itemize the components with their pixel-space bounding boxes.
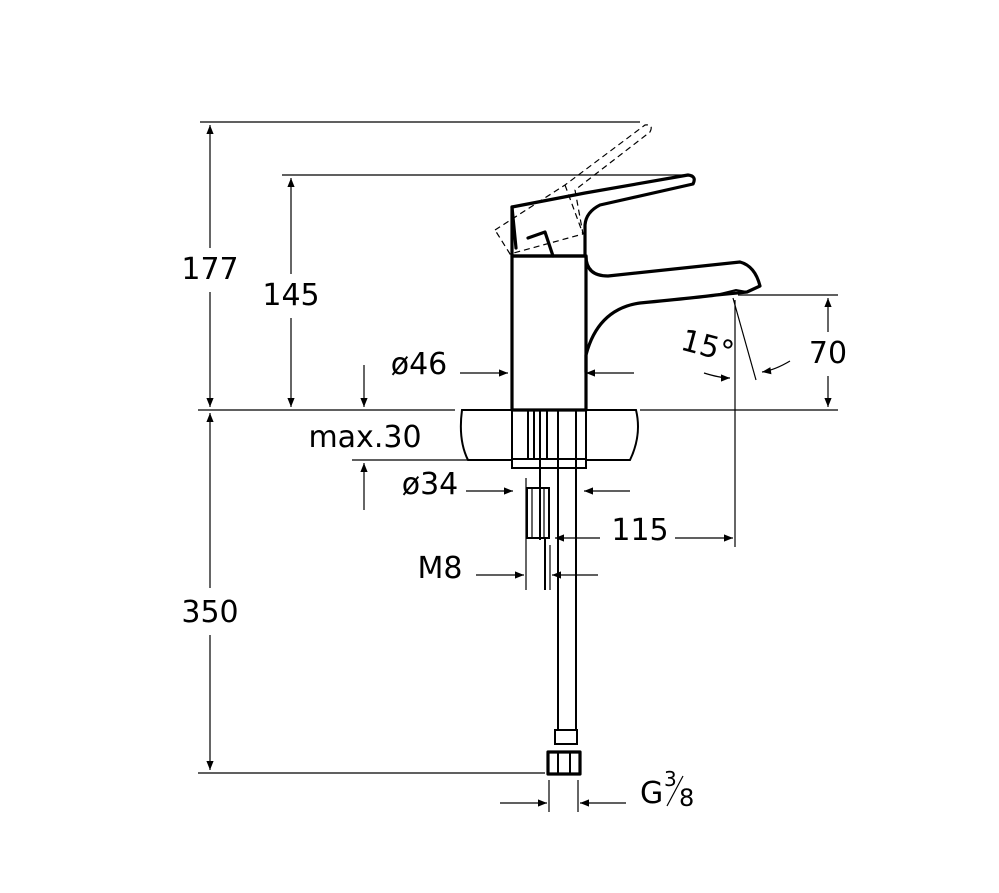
lever-raised-outline [494, 124, 652, 255]
angle-15: 15° [677, 297, 791, 382]
dimension-70: 70 [809, 298, 847, 407]
dim-label-350: 350 [181, 595, 238, 630]
dim-label-115: 115 [611, 513, 668, 548]
dim-label-70: 70 [809, 336, 847, 371]
dim-label-m8: M8 [418, 551, 463, 586]
dim-label-g: G [640, 776, 663, 811]
dimension-350: 350 [181, 413, 239, 770]
faucet-body [510, 173, 762, 412]
dim-label-max30: max.30 [308, 420, 421, 455]
dimension-145: 145 [262, 178, 320, 407]
dimension-d46: ø46 [391, 347, 634, 382]
mounting-parts [511, 410, 587, 590]
dim-label-d46: ø46 [391, 347, 448, 382]
dimension-g38: G 3 8 [500, 767, 694, 812]
extension-lines [198, 121, 838, 812]
dimension-max30: max.30 [308, 365, 422, 510]
flexible-hose [546, 409, 582, 776]
dimension-177: 177 [181, 125, 239, 407]
dim-label-145: 145 [262, 278, 319, 313]
dim-label-g-den: 8 [679, 784, 694, 812]
countertop [459, 409, 639, 461]
dimension-m8: M8 [418, 551, 598, 586]
dimension-d34: ø34 [402, 467, 630, 502]
dimension-115: 115 [555, 513, 733, 548]
dim-label-177: 177 [181, 252, 238, 287]
dim-label-15deg: 15° [677, 323, 737, 371]
dim-label-g-num: 3 [664, 767, 677, 791]
dim-label-d34: ø34 [402, 467, 459, 502]
